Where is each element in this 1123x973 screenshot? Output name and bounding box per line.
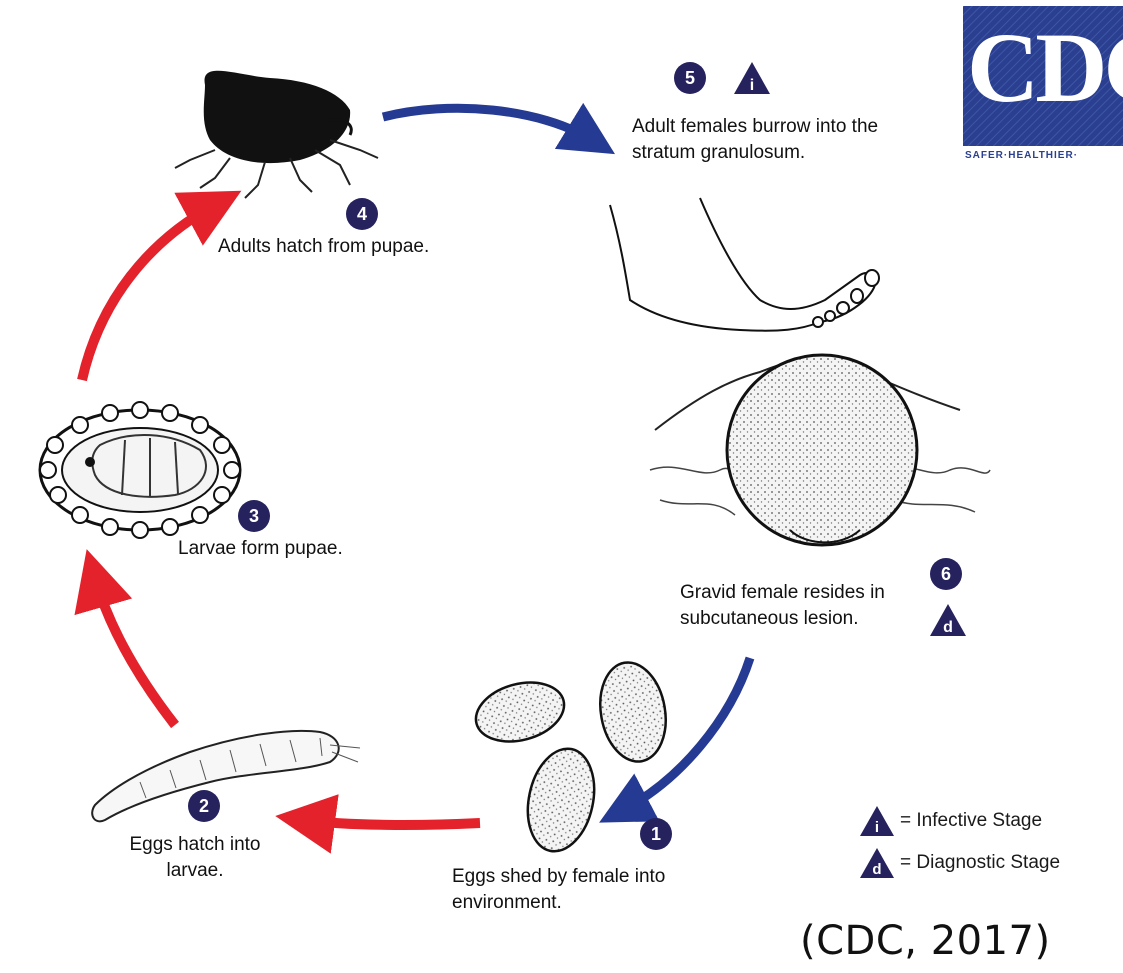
legend-diagnostic: d = Diagnostic Stage <box>858 846 1060 880</box>
citation: (CDC, 2017) <box>800 918 1051 964</box>
infective-stage-letter: i <box>750 77 754 94</box>
arrow-1-to-2 <box>305 820 480 825</box>
legend-diagnostic-letter: d <box>872 861 881 878</box>
stage-2-badge: 2 <box>188 790 220 822</box>
stage-6-caption: Gravid female resides in subcutaneous le… <box>680 580 930 632</box>
legend-infective-letter: i <box>875 819 879 836</box>
stage-5-caption: Adult females burrow into the stratum gr… <box>632 114 902 166</box>
stage-1-badge: 1 <box>640 818 672 850</box>
stage-4-badge: 4 <box>346 198 378 230</box>
infective-stage-icon: i <box>732 60 772 96</box>
pupa-illustration <box>40 402 240 538</box>
stage-4-caption: Adults hatch from pupae. <box>218 234 478 260</box>
legend-infective-label: = Infective Stage <box>900 810 1042 832</box>
arrow-3-to-4 <box>82 205 215 380</box>
diagnostic-stage-letter: d <box>943 619 953 636</box>
foot-illustration <box>610 198 879 331</box>
stage-1-caption: Eggs shed by female into environment. <box>452 864 672 916</box>
arrow-4-to-5 <box>383 108 592 140</box>
arrow-2-to-3 <box>95 578 175 725</box>
stage-3-badge: 3 <box>238 500 270 532</box>
legend-diagnostic-icon: d <box>858 846 896 880</box>
diagnostic-stage-icon: d <box>928 602 968 638</box>
skin-lesion-illustration <box>650 355 990 545</box>
stage-5-badge: 5 <box>674 62 706 94</box>
stage-2-caption: Eggs hatch into larvae. <box>110 832 280 884</box>
stage-3-caption: Larvae form pupae. <box>178 536 378 562</box>
larva-illustration <box>92 731 360 821</box>
adult-flea-illustration <box>175 71 378 198</box>
legend-infective: i = Infective Stage <box>858 804 1042 838</box>
blue-arrows <box>383 108 750 810</box>
legend-infective-icon: i <box>858 804 896 838</box>
legend-diagnostic-label: = Diagnostic Stage <box>900 852 1060 874</box>
stage-6-badge: 6 <box>930 558 962 590</box>
